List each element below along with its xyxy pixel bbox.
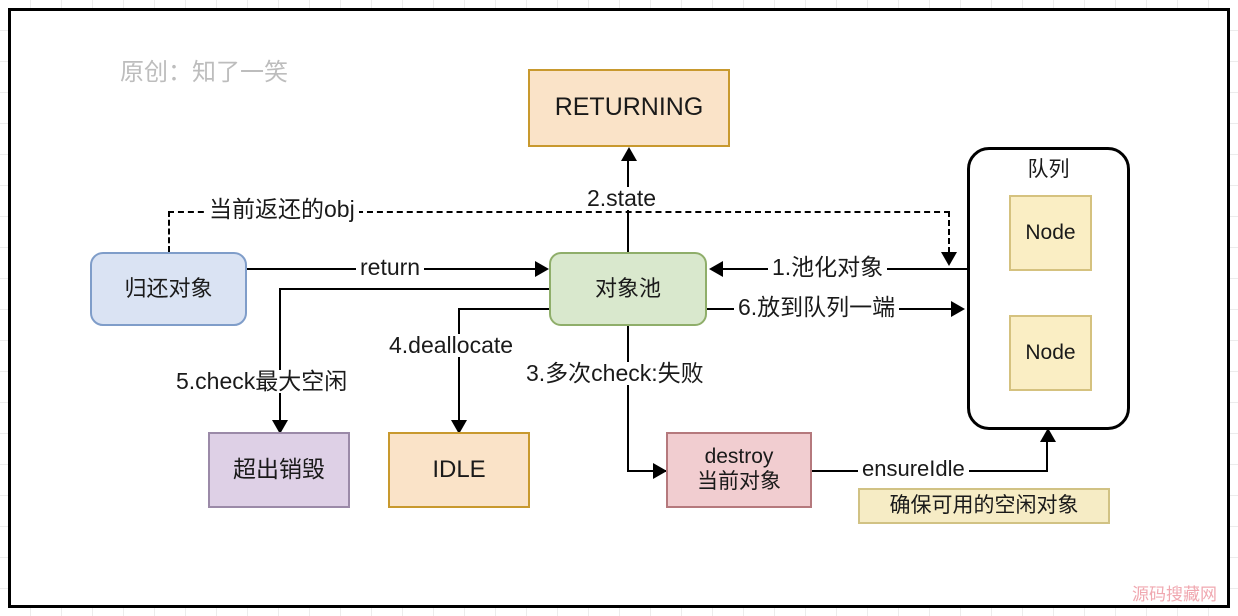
node-idle[interactable]: IDLE: [388, 432, 530, 508]
author-watermark: 原创：知了一笑: [120, 59, 288, 86]
edge-check-max-idle-v: [279, 288, 281, 424]
edge-label-pooled-object: 1.池化对象: [768, 256, 888, 279]
edge-check-max-idle-arrowhead: [272, 420, 288, 434]
edge-check-max-idle-h: [279, 288, 551, 290]
edge-state-line: [168, 211, 950, 213]
site-watermark: 源码搜藏网: [1132, 585, 1217, 604]
node-destroy-current[interactable]: destroy 当前对象: [666, 432, 812, 508]
edge-label-ensure-idle: ensureIdle: [858, 458, 969, 480]
edge-deallocate-arrowhead: [451, 420, 467, 434]
edge-label-put-to-queue: 6.放到队列一端: [734, 296, 900, 319]
edge-deallocate-h: [458, 308, 551, 310]
edge-state-arrowhead: [941, 252, 957, 266]
edge-multi-check-arrowhead: [653, 463, 667, 479]
queue-node-item[interactable]: Node: [1009, 195, 1092, 271]
queue-title: 队列: [1027, 158, 1070, 181]
edge-ensure-idle-v: [1046, 440, 1048, 470]
edge-return-arrowhead: [535, 261, 549, 277]
node-return-object[interactable]: 归还对象: [90, 252, 247, 326]
edge-multi-check-v: [627, 326, 629, 472]
edge-pool-to-returning-arrowhead: [621, 147, 637, 161]
node-queue[interactable]: 队列 Node Node: [967, 147, 1130, 430]
edge-label-state: 2.state: [583, 187, 661, 210]
edge-put-to-queue-arrowhead: [951, 301, 965, 317]
edge-deallocate-v: [458, 308, 460, 424]
edge-state-left-stub: [168, 211, 170, 252]
queue-node-item[interactable]: Node: [1009, 315, 1092, 391]
node-returning[interactable]: RETURNING: [528, 69, 730, 147]
edge-label-deallocate: 4.deallocate: [385, 334, 518, 357]
edge-ensure-idle-arrowhead: [1040, 428, 1056, 442]
node-object-pool[interactable]: 对象池: [549, 252, 707, 326]
edge-label-return: return: [356, 256, 425, 279]
edge-multi-check-h: [627, 470, 666, 472]
edge-pooled-object-arrowhead: [709, 261, 723, 277]
note-ensure-idle: 确保可用的空闲对象: [858, 488, 1110, 524]
edge-label-multi-check-fail: 3.多次check:失败: [522, 362, 708, 385]
edge-label-check-max-idle: 5.check最大空闲: [172, 370, 352, 393]
edge-label-current-returned-obj: 当前返还的obj: [205, 198, 359, 221]
edge-state-right-stub: [948, 211, 950, 253]
node-overflow-destroy[interactable]: 超出销毁: [208, 432, 350, 508]
